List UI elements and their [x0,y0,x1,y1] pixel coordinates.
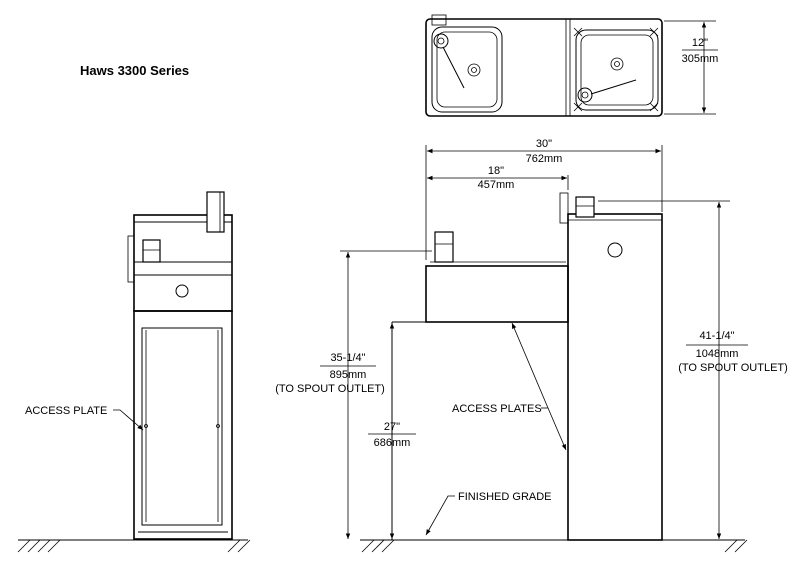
height-low-note: (TO SPOUT OUTLET) [275,383,385,395]
height-low-imperial: 35-1/4" [330,352,365,364]
height-high-metric: 1048mm [696,348,739,360]
width-total-imperial: 30" [536,138,552,150]
top-view: 12" 305mm [425,14,719,117]
page-title: Haws 3300 Series [80,63,189,78]
height-27-imperial: 27" [384,421,400,433]
access-plate-label: ACCESS PLATE [25,405,107,417]
depth-imperial: 12" [692,37,708,49]
front-view: ACCESS PLATES FINISHED GRADE 30" 762mm 1… [275,138,788,553]
access-plates-label: ACCESS PLATES [452,403,542,415]
height-low-metric: 895mm [330,369,367,381]
height-high-imperial: 41-1/4" [699,330,734,342]
width-bowl-metric: 457mm [478,179,515,191]
height-high-note: (TO SPOUT OUTLET) [678,362,788,374]
width-bowl-imperial: 18" [488,165,504,177]
height-27-metric: 686mm [374,437,411,449]
side-view: ACCESS PLATE [17,191,251,553]
width-total-metric: 762mm [526,153,563,165]
depth-metric: 305mm [682,53,719,65]
finished-grade-label: FINISHED GRADE [458,491,552,503]
